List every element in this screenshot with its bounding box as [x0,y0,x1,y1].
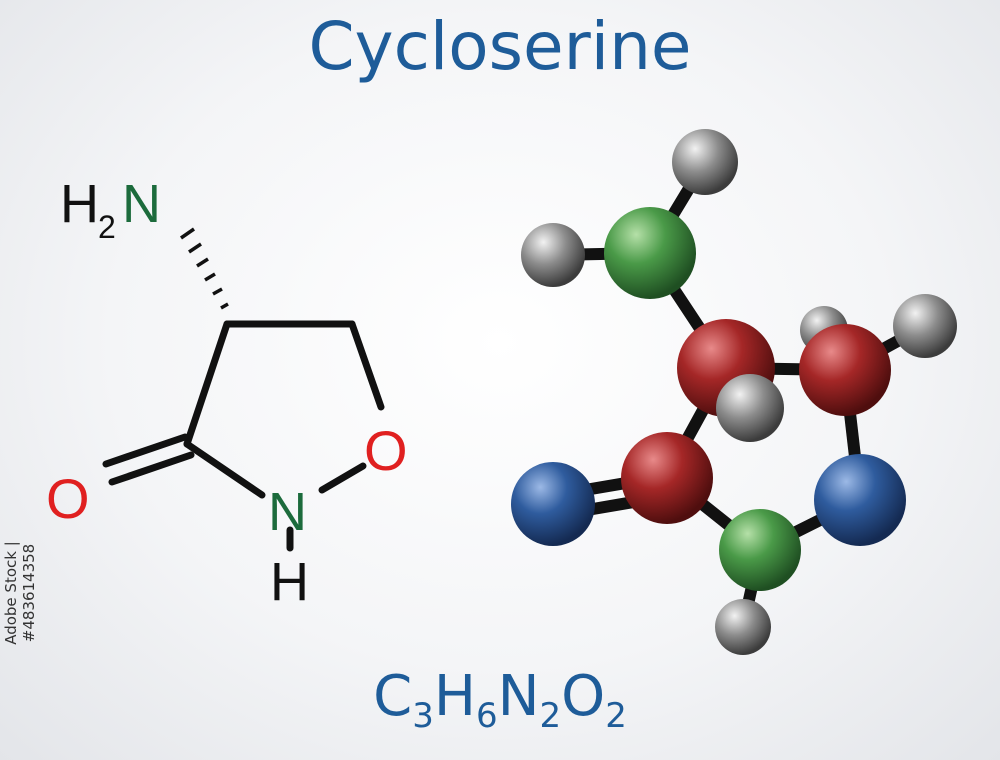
bond-n-o [318,462,367,494]
ring-nh-h-label: H [270,552,309,612]
ring-oxygen-label: O [364,419,408,482]
bond-c4-c3 [183,320,231,448]
carbonyl-oxygen-label: O [46,467,90,530]
amine-h-subscript: 2 [98,209,116,245]
hydrogen-atom-bottom [715,599,771,655]
hydrogen-atom-top [672,129,738,195]
formula-n-count: 2 [539,696,562,736]
oxygen-atom-carbonyl [511,462,595,546]
bond-c3-n [183,440,266,499]
amine-h-label: H [60,174,99,234]
double-bond-c-o-2 [108,451,195,486]
bond-c5-o [348,320,385,411]
formula-c: C [373,664,413,729]
structure-atom-labels: H 2 N O N H O [46,174,408,612]
page-title: Cycloserine [308,8,692,85]
nitrogen-atom-amine [604,207,696,299]
formula-o: O [561,664,606,729]
amine-n-label: N [122,174,161,234]
formula-o-count: 2 [605,696,627,736]
ring-nitrogen-label: N [268,482,307,542]
nitrogen-atom-ring [719,509,801,591]
molecular-formula: C3H6N2O2 [0,664,1000,736]
formula-c-count: 3 [412,696,434,736]
formula-h: H [433,664,476,729]
hashed-wedge-bond [180,227,229,310]
double-bond-c-o-1 [102,433,189,468]
carbon-atom-carbonyl [621,432,713,524]
formula-n: N [497,664,540,729]
ball-and-stick-model [511,129,957,655]
hydrogen-atom-right [893,294,957,358]
hydrogen-atom-front [716,374,784,442]
formula-h-count: 6 [475,696,498,736]
oxygen-atom-ring [814,454,906,546]
stock-id-watermark: Adobe Stock | #483614358 [2,541,38,645]
structural-formula [102,320,385,552]
hydrogen-atom-left [521,223,585,287]
carbon-atom-ch2 [799,324,891,416]
